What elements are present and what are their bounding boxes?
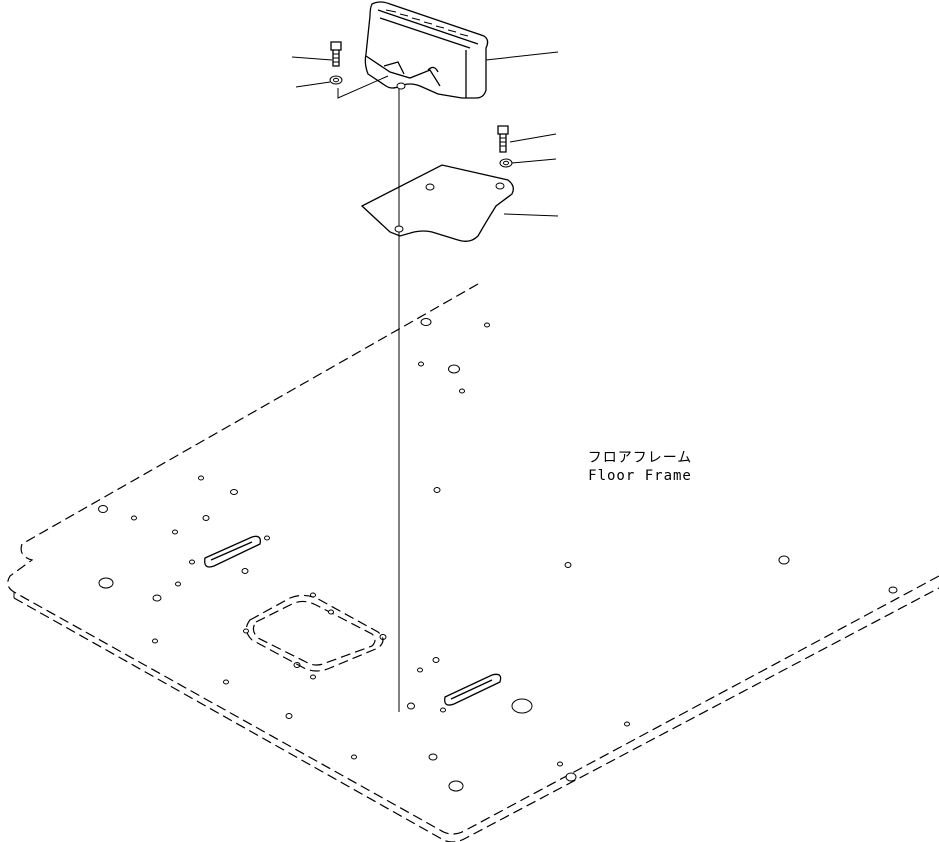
floor-frame-holes	[98, 318, 898, 792]
bolt-left	[330, 41, 342, 67]
monitor-unit	[364, 1, 489, 99]
floor-frame-label-jp: フロアフレーム	[587, 450, 693, 466]
bolt-right	[497, 125, 509, 153]
washer-left	[329, 75, 343, 85]
floor-frame-outline	[7, 283, 939, 842]
leader-lines	[291, 51, 559, 217]
floor-frame-label-en: Floor Frame	[588, 468, 692, 484]
floor-frame-opening	[243, 594, 384, 672]
floor-frame-slots	[204, 535, 502, 706]
washer-right	[499, 158, 513, 168]
bracket-plate	[360, 164, 514, 242]
